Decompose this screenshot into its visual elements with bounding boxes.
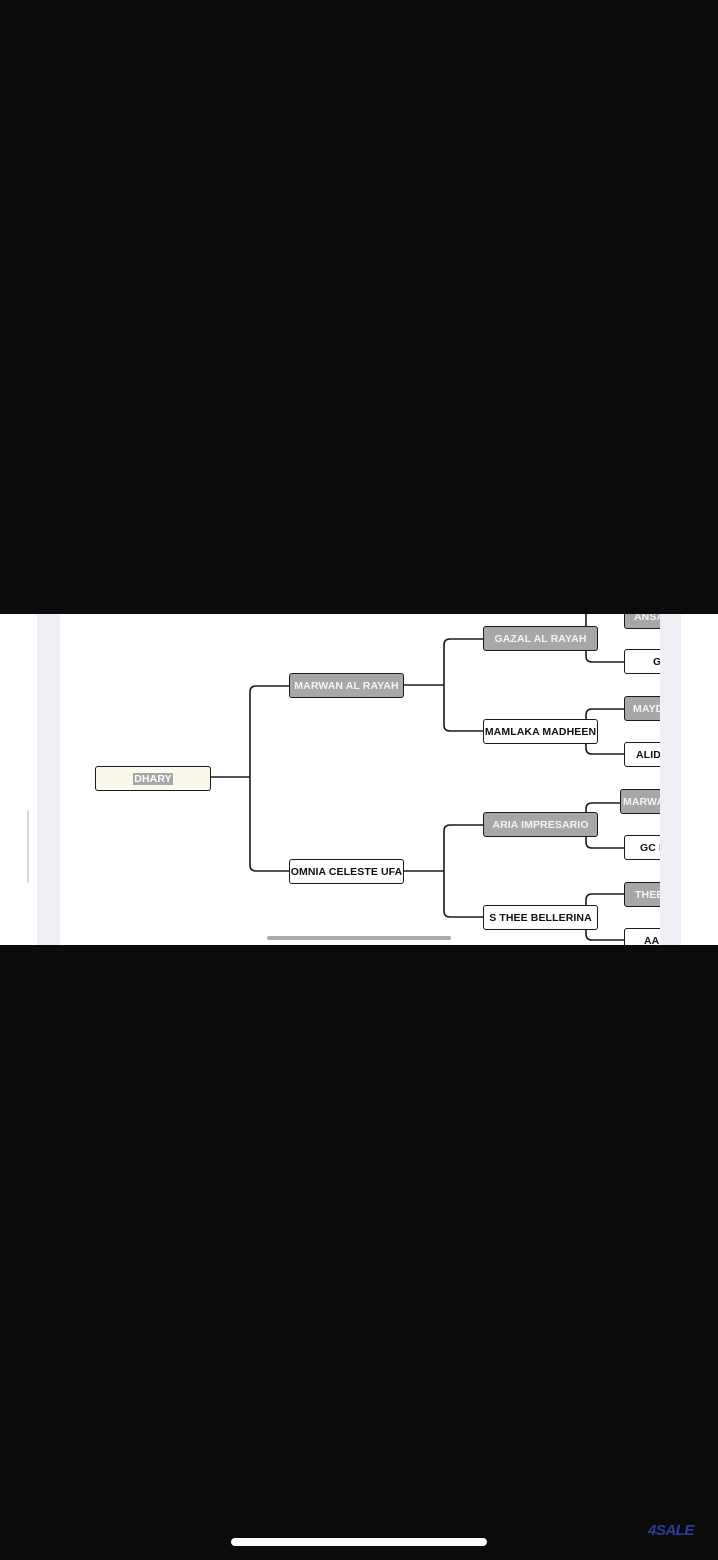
dam-name: OMNIA CELESTE UFA — [290, 865, 403, 878]
connector-sire — [404, 638, 483, 732]
dam-sire-node[interactable]: ARIA IMPRESARIO — [483, 812, 598, 837]
connector-sire-sire — [585, 614, 624, 663]
sire-name: MARWAN AL RAYAH — [294, 679, 399, 692]
root-horse-name: DHARY — [133, 772, 173, 785]
pedigree-connectors — [210, 614, 624, 941]
connector-dam-sire — [585, 802, 624, 849]
sire-sire-name: GAZAL AL RAYAH — [494, 632, 587, 645]
vertical-scrollbar[interactable] — [27, 810, 29, 883]
watermark-logo: 4SALE — [648, 1522, 694, 1539]
right-margin — [681, 614, 718, 945]
sire-node[interactable]: MARWAN AL RAYAH — [289, 673, 404, 698]
dam-dam-name: S THEE BELLERINA — [489, 911, 592, 924]
connector-dam-dam — [585, 893, 624, 941]
horizontal-scrollbar[interactable] — [267, 936, 451, 940]
sire-sire-node[interactable]: GAZAL AL RAYAH — [483, 626, 598, 651]
home-indicator[interactable] — [231, 1538, 487, 1546]
dam-node[interactable]: OMNIA CELESTE UFA — [289, 859, 404, 884]
connector-sire-dam — [585, 708, 624, 755]
connector-dam — [404, 824, 483, 918]
left-gutter — [37, 614, 60, 945]
dam-sire-name: ARIA IMPRESARIO — [492, 818, 589, 831]
root-horse-node[interactable]: DHARY — [95, 766, 211, 791]
right-gutter — [660, 614, 681, 945]
sire-dam-node[interactable]: MAMLAKA MADHEEN — [483, 719, 598, 744]
dam-dam-node[interactable]: S THEE BELLERINA — [483, 905, 598, 930]
connector-root — [210, 685, 289, 872]
sire-dam-name: MAMLAKA MADHEEN — [484, 725, 597, 738]
pedigree-chart: DHARY MARWAN AL RAYAH OMNIA CELESTE UFA … — [0, 614, 681, 945]
pedigree-viewer[interactable]: DHARY MARWAN AL RAYAH OMNIA CELESTE UFA … — [0, 614, 718, 945]
